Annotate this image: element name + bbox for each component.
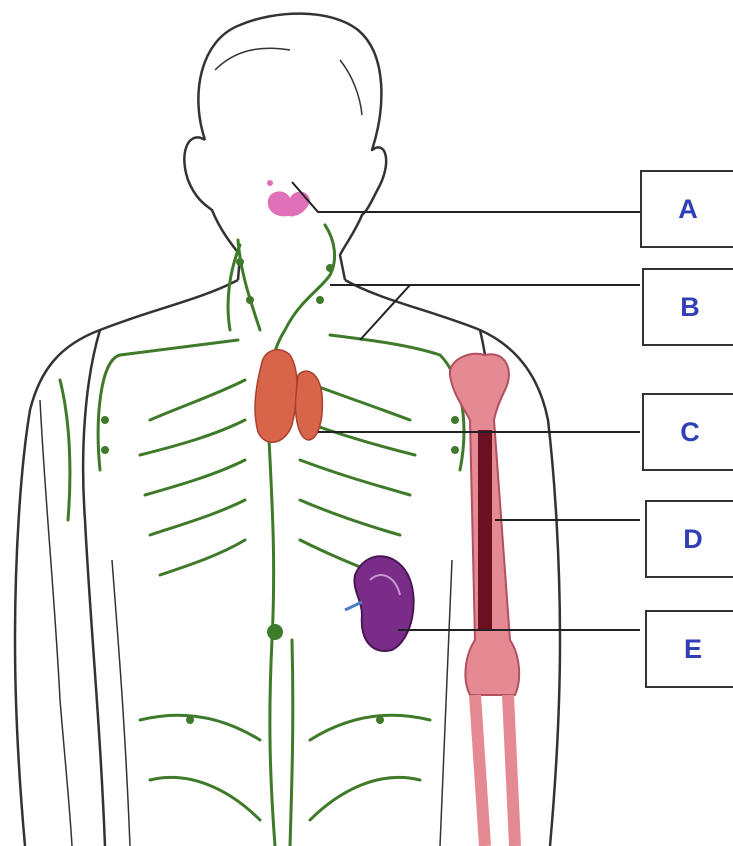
label-d: D (683, 524, 703, 555)
label-box-e: E (645, 610, 733, 688)
label-box-b: B (642, 268, 733, 346)
bone (450, 354, 519, 846)
label-box-a: A (640, 170, 733, 248)
thymus (267, 180, 310, 216)
lung-tissue (255, 350, 322, 443)
label-b: B (680, 292, 700, 323)
label-box-d: D (645, 500, 733, 578)
spleen (345, 556, 414, 651)
label-a: A (678, 194, 698, 225)
lymph-vessels (60, 225, 464, 846)
leader-line-b-branch (360, 285, 410, 340)
label-c: C (680, 417, 700, 448)
leader-line-a (292, 182, 640, 212)
label-e: E (684, 634, 702, 665)
label-box-c: C (642, 393, 733, 471)
